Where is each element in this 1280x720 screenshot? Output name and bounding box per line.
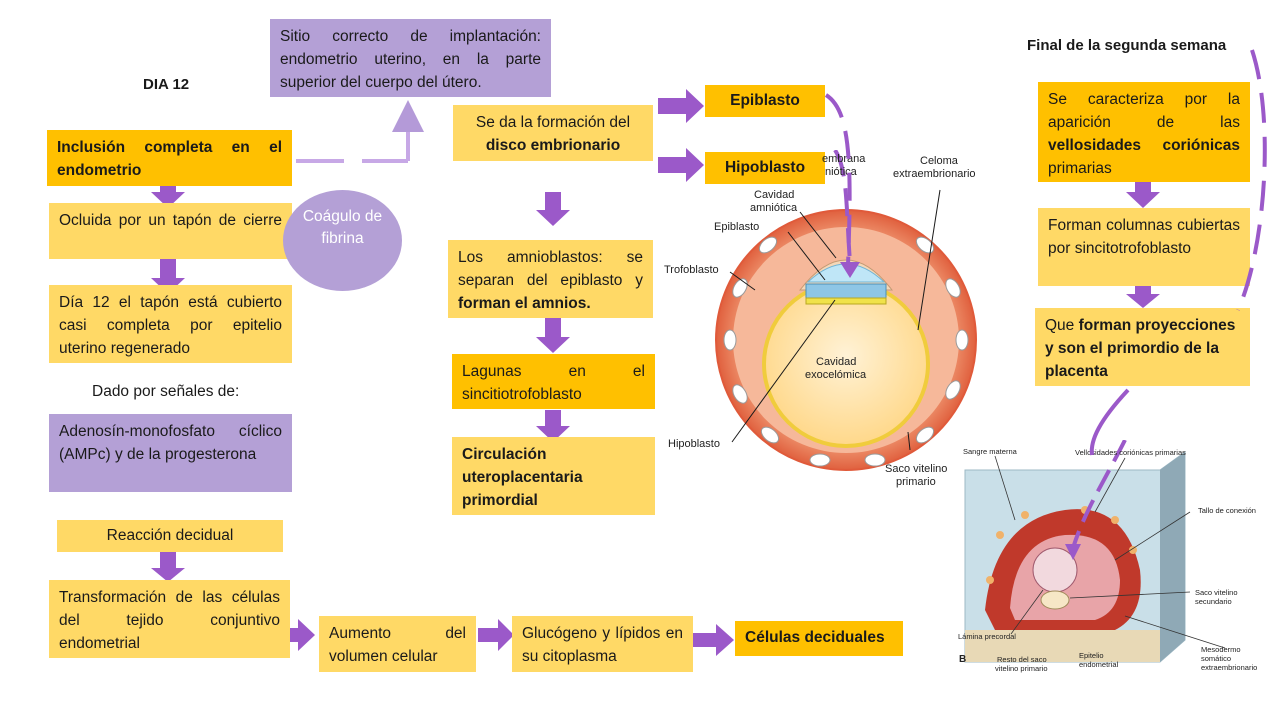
label-cavidad-exocelomica-2: exocelómica	[805, 369, 867, 381]
label-cavidad-amniotica-2: amniótica	[750, 202, 798, 214]
label-saco-secundario-1: Saco vitelino	[1195, 588, 1238, 597]
label-hipoblasto: Hipoblasto	[668, 438, 720, 450]
day12-title: DIA 12	[143, 76, 190, 93]
embryo-figure: embrana niótica Celoma extraembrionario …	[664, 150, 977, 488]
label-epitelio-2: endometrial	[1079, 660, 1119, 669]
villi-leader-lines	[994, 455, 1226, 649]
dashed-connector-implantation	[296, 100, 424, 163]
endometrium-block-side	[1160, 452, 1185, 662]
label-celoma: Celoma	[920, 155, 959, 167]
right-side-dashed	[1236, 49, 1267, 311]
secondary-yolk-sac	[1040, 590, 1070, 610]
transformation-box: Transformación de las células del tejido…	[49, 580, 290, 658]
columns-box: Forman columnas cubiertas por sincitotro…	[1038, 208, 1250, 286]
chorionic-villi-box: Se caracteriza por la aparición de las v…	[1038, 82, 1250, 182]
label-membrana: embrana	[822, 153, 866, 165]
label-resto-saco-1: Resto del saco	[997, 655, 1047, 664]
label-trofoblasto: Trofoblasto	[664, 264, 719, 276]
end-second-week-title: Final de la segunda semana	[1027, 37, 1227, 54]
projections-box: Que forman proyecciones y son el primord…	[1035, 308, 1250, 386]
villi-figure: Sangre materna Vellosidades coriónicas p…	[955, 440, 1275, 680]
label-cavidad-amniotica-1: Cavidad	[754, 189, 794, 201]
villi-prefix: Se caracteriza por la aparición de las	[1048, 91, 1240, 131]
endometrial-epithelium	[965, 630, 1160, 662]
label-epiblasto: Epiblasto	[714, 221, 759, 233]
embryonic-disc-prefix: Se da la formación del	[475, 114, 631, 131]
projections-prefix: Que	[1045, 317, 1075, 334]
embryonic-disc-bold: disco embrionario	[485, 137, 621, 154]
label-sangre-materna: Sangre materna	[963, 447, 1018, 456]
circulation-box: Circulación uteroplacentaria primordial	[452, 437, 655, 515]
day12-plug-box: Día 12 el tapón está cubierto casi compl…	[49, 285, 292, 363]
amnioblasts-box: Los amnioblastos: se separan del epiblas…	[448, 240, 653, 318]
label-saco-secundario-2: secundario	[1195, 597, 1232, 606]
label-saco-vitelino: Saco vitelino	[885, 463, 947, 475]
label-saco-primario: primario	[896, 476, 936, 488]
label-mesodermo-2: somático	[1201, 654, 1231, 663]
occluded-box: Ocluida por un tapón de cierre	[49, 203, 292, 259]
amnioblasts-bold: forman el amnios.	[458, 295, 591, 312]
villi-bold: vellosidades coriónicas	[1048, 137, 1240, 154]
lacunae-box: Lagunas en el sincitiotrofoblasto	[452, 354, 655, 409]
figure-leader-lines	[729, 189, 941, 451]
projections-bold2: proyecciones y son el primordio de la pl…	[1045, 317, 1236, 380]
villi-dashed-pointer	[1071, 440, 1127, 549]
label-mesodermo-1: Mesodermo	[1201, 645, 1241, 654]
right-arrows	[274, 89, 734, 656]
epiblast-box: Epiblasto	[705, 85, 825, 117]
amnioblasts-prefix: Los amnioblastos: se separan del epiblas…	[458, 249, 643, 289]
epiblast-pointer-arrowhead	[840, 262, 860, 278]
label-epitelio-1: Epitelio	[1079, 651, 1104, 660]
label-extraembrionario: extraembrionario	[893, 168, 976, 180]
label-vellosidades: Vellosidades coriónicas primarias	[1075, 448, 1186, 457]
embryonic-disc-box: Se da la formación del disco embrionario	[453, 105, 653, 161]
projections-bold1: forman	[1078, 317, 1132, 334]
camp-box: Adenosín-monofosfato cíclico (AMPc) y de…	[49, 414, 292, 492]
label-mesodermo-3: extraembrionario	[1201, 663, 1257, 672]
label-resto-saco-2: vitelino primario	[995, 664, 1048, 673]
cytotrophoblast-nuclei	[723, 236, 969, 467]
fibrin-clot-circle: Coágulo de fibrina	[283, 190, 402, 291]
fibrin-clot-label: Coágulo de fibrina	[302, 208, 383, 247]
label-lamina-precordal: Lámina precordal	[958, 632, 1016, 641]
signals-heading: Dado por señales de:	[92, 383, 240, 400]
label-panel-b: B	[959, 654, 966, 665]
implantation-site-box: Sitio correcto de implantación: endometr…	[270, 19, 551, 97]
decidual-cells-box: Células deciduales	[735, 621, 903, 656]
villi-suffix: primarias	[1048, 160, 1112, 177]
hypoblast-layer	[805, 297, 887, 305]
label-cavidad-exocelomica-1: Cavidad	[816, 356, 856, 368]
epiblast-long-dashed	[824, 93, 852, 266]
label-tallo: Tallo de conexión	[1198, 506, 1256, 515]
decidual-reaction-box: Reacción decidual	[57, 520, 283, 552]
cell-volume-box: Aumento del volumen celular	[319, 616, 476, 672]
hypoblast-box: Hipoblasto	[705, 152, 825, 184]
glycogen-box: Glucógeno y lípidos en su citoplasma	[512, 616, 693, 672]
villi-pointer-arrowhead	[1065, 544, 1081, 560]
projections-to-villi-dashed	[1089, 388, 1130, 456]
inclusion-box: Inclusión completa en el endometrio	[47, 130, 292, 186]
epiblast-dashed-pointer	[833, 150, 852, 263]
